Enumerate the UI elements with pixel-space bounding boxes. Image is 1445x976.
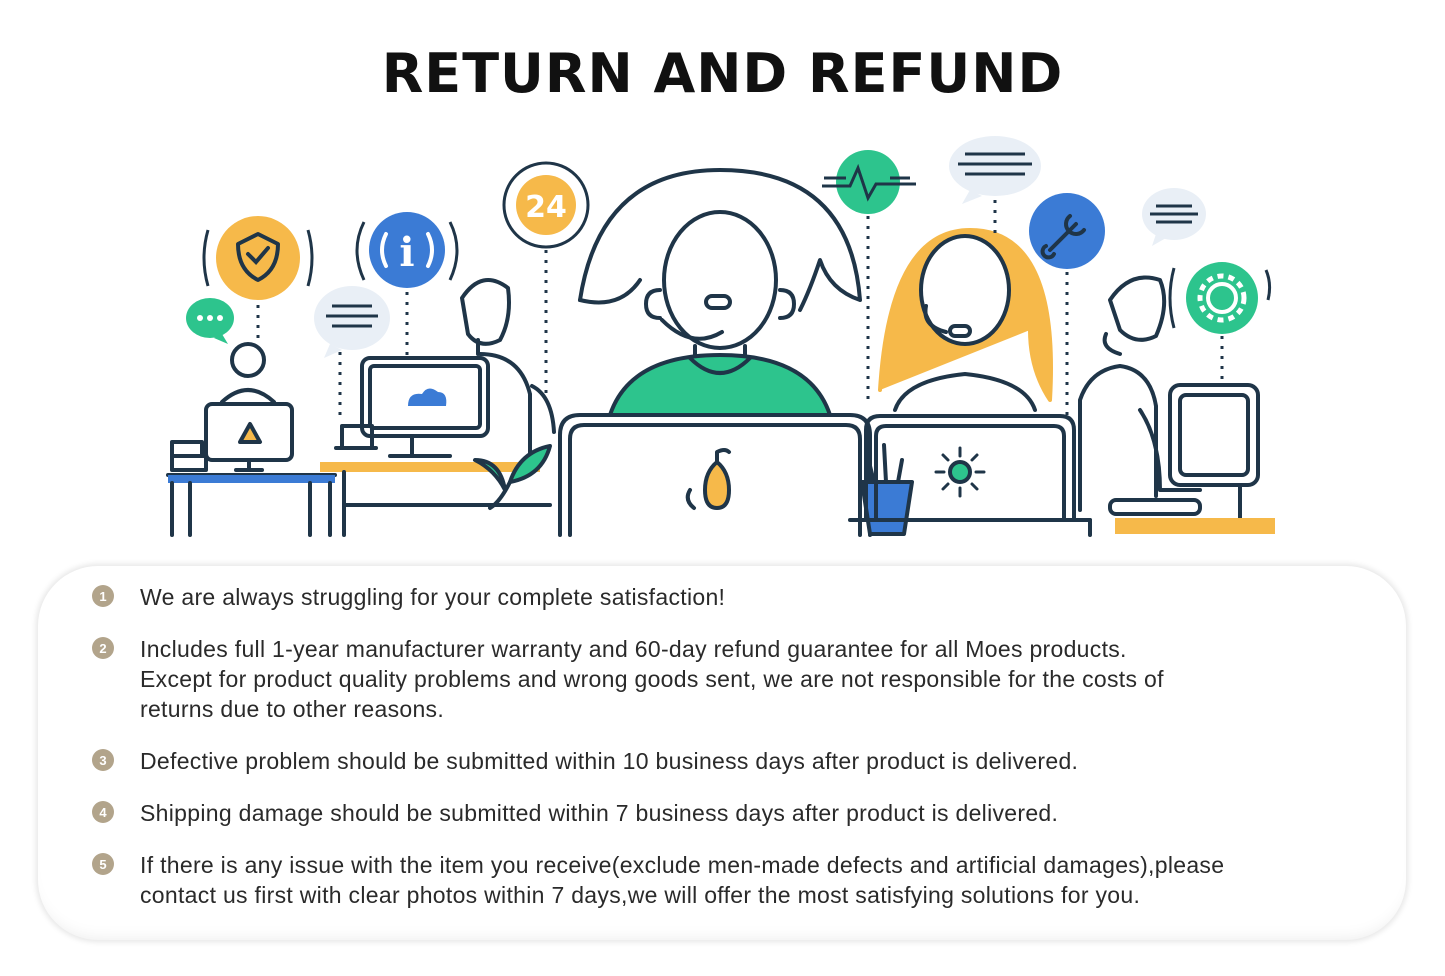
left-person xyxy=(204,342,294,472)
small-chat-bubble-icon xyxy=(1142,188,1206,246)
left-desk xyxy=(166,440,337,537)
item-text-line: Includes full 1-year manufacturer warran… xyxy=(140,636,1127,662)
list-item: 3 Defective problem should be submitted … xyxy=(92,746,1392,776)
item-text: Shipping damage should be submitted with… xyxy=(140,798,1058,828)
item-number-badge: 1 xyxy=(92,585,114,607)
chat-lines-icon xyxy=(314,286,390,415)
second-person xyxy=(460,278,556,460)
list-item: 4 Shipping damage should be submitted wi… xyxy=(92,798,1392,828)
shield-check-icon xyxy=(202,216,314,345)
second-desk xyxy=(320,356,552,537)
item-text-line: Defective problem should be submitted wi… xyxy=(140,748,1079,774)
second-woman xyxy=(878,228,1053,412)
list-item: 1 We are always struggling for your comp… xyxy=(92,582,1392,612)
24-hour-badge-text: 24 xyxy=(525,190,567,225)
return-policy-card xyxy=(38,566,1406,940)
gear-icon xyxy=(1168,262,1272,385)
item-number-badge: 2 xyxy=(92,637,114,659)
24-hour-icon: 24 xyxy=(502,161,590,400)
item-number-badge: 3 xyxy=(92,749,114,771)
item-number-badge: 5 xyxy=(92,853,114,875)
item-text: We are always struggling for your comple… xyxy=(140,582,725,612)
item-text-line: returns due to other reasons. xyxy=(140,696,445,722)
message-bubble-icon xyxy=(949,136,1041,235)
customer-support-illustration: i 24 xyxy=(166,136,1275,537)
item-text-line: If there is any issue with the item you … xyxy=(140,852,1225,878)
svg-text:i: i xyxy=(399,229,414,276)
item-text: Defective problem should be submitted wi… xyxy=(140,746,1078,776)
plant-icon xyxy=(473,444,552,510)
heartbeat-icon xyxy=(822,150,916,400)
item-text-line: contact us first with clear photos withi… xyxy=(140,882,1141,908)
main-laptop xyxy=(558,413,872,537)
list-item: 2 Includes full 1-year manufacturer warr… xyxy=(92,634,1392,724)
second-laptop xyxy=(848,414,1092,522)
right-man xyxy=(1078,275,1202,516)
item-text: If there is any issue with the item you … xyxy=(140,850,1224,910)
main-woman xyxy=(578,168,862,417)
return-policy-list: 1 We are always struggling for your comp… xyxy=(92,582,1392,932)
info-icon: i xyxy=(355,212,459,355)
wrench-icon xyxy=(1029,193,1105,420)
item-text-line: We are always struggling for your comple… xyxy=(140,584,726,610)
item-text: Includes full 1-year manufacturer warran… xyxy=(140,634,1164,724)
item-text-line: Shipping damage should be submitted with… xyxy=(140,800,1059,826)
right-monitor xyxy=(1168,383,1260,520)
chat-bubble-icon xyxy=(186,298,234,344)
item-text-line: Except for product quality problems and … xyxy=(140,666,1164,692)
page-title: RETURN AND REFUND xyxy=(381,42,1064,105)
list-item: 5 If there is any issue with the item yo… xyxy=(92,850,1392,910)
item-number-badge: 4 xyxy=(92,801,114,823)
